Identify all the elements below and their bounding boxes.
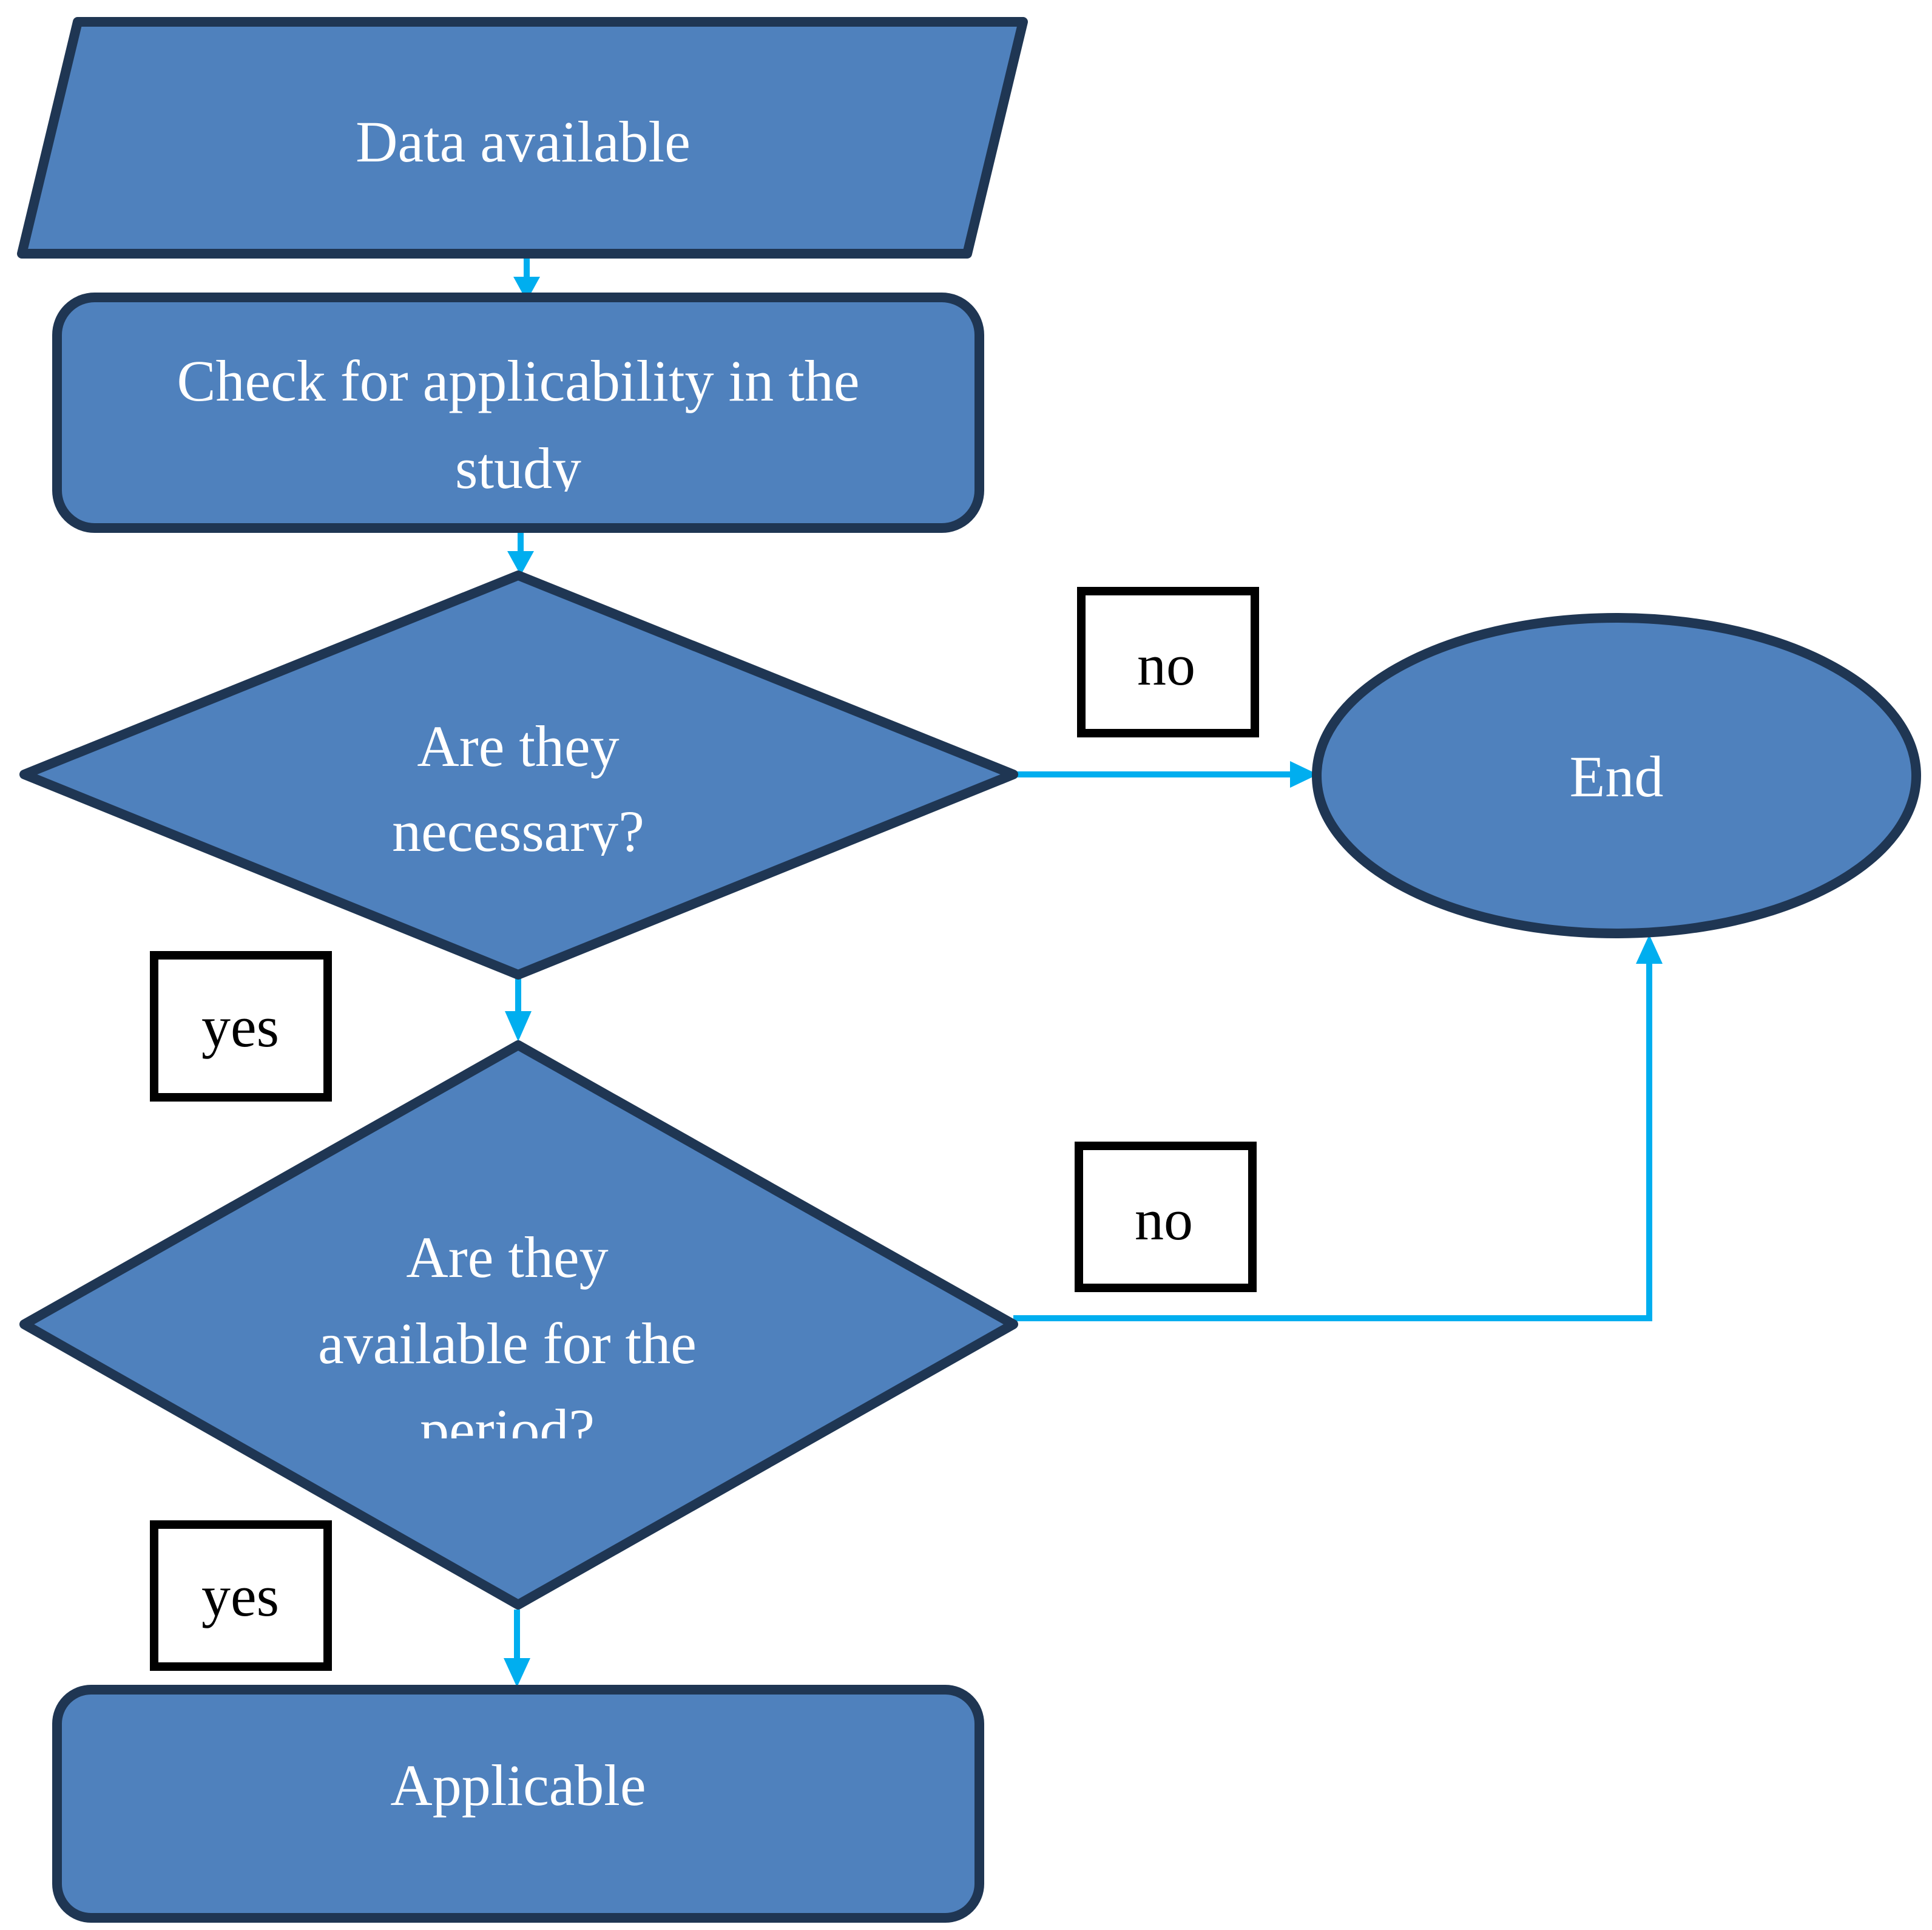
node-decision-necessary: Are they necessary? [19,571,1018,980]
arrowhead-decision2-to-end [1636,935,1663,964]
connector-decision2-to-end [1013,960,1652,1321]
arrowhead-decision1-to-decision2 [505,1011,532,1041]
edge-label-no-bottom: no [1075,1142,1257,1292]
node-applicable-text: Applicable [390,1753,646,1818]
node-check-text-line1: Check for applicability in the [177,348,860,413]
node-end: End [1312,613,1921,938]
edge-label-no-bottom-text: no [1135,1187,1193,1252]
connectors [504,254,1663,1687]
node-data-available: Data available [17,17,1028,259]
node-decision2-text-line3: period? [420,1397,595,1462]
node-decision2-text-line1: Are they [406,1225,608,1290]
edge-label-yes-top-text: yes [201,994,279,1059]
node-end-text: End [1570,744,1664,809]
arrowhead-check-to-decision1 [507,551,534,575]
node-decision-available-period: Are they available for the period? [19,1040,1018,1610]
edge-label-no-top: no [1077,587,1259,737]
arrowhead-decision2-to-applicable [504,1658,530,1687]
node-applicable: Applicable [52,1685,984,1923]
edge-label-no-top-text: no [1137,632,1195,697]
arrowhead-decision1-to-end [1290,761,1318,788]
arrowhead-data-to-check [513,277,540,301]
edge-label-yes-top: yes [150,951,332,1102]
edge-label-yes-bottom-text: yes [201,1563,279,1628]
node-data-available-text: Data available [356,109,691,174]
node-decision1-text-line1: Are they [417,714,619,779]
node-decision1-text-line2: necessary? [392,799,644,864]
node-decision2-text-line2: available for the [318,1311,697,1376]
node-check-text-line2: study [455,436,581,501]
node-check-applicability: Check for applicability in the study [52,293,984,533]
edge-label-yes-bottom: yes [150,1520,332,1671]
